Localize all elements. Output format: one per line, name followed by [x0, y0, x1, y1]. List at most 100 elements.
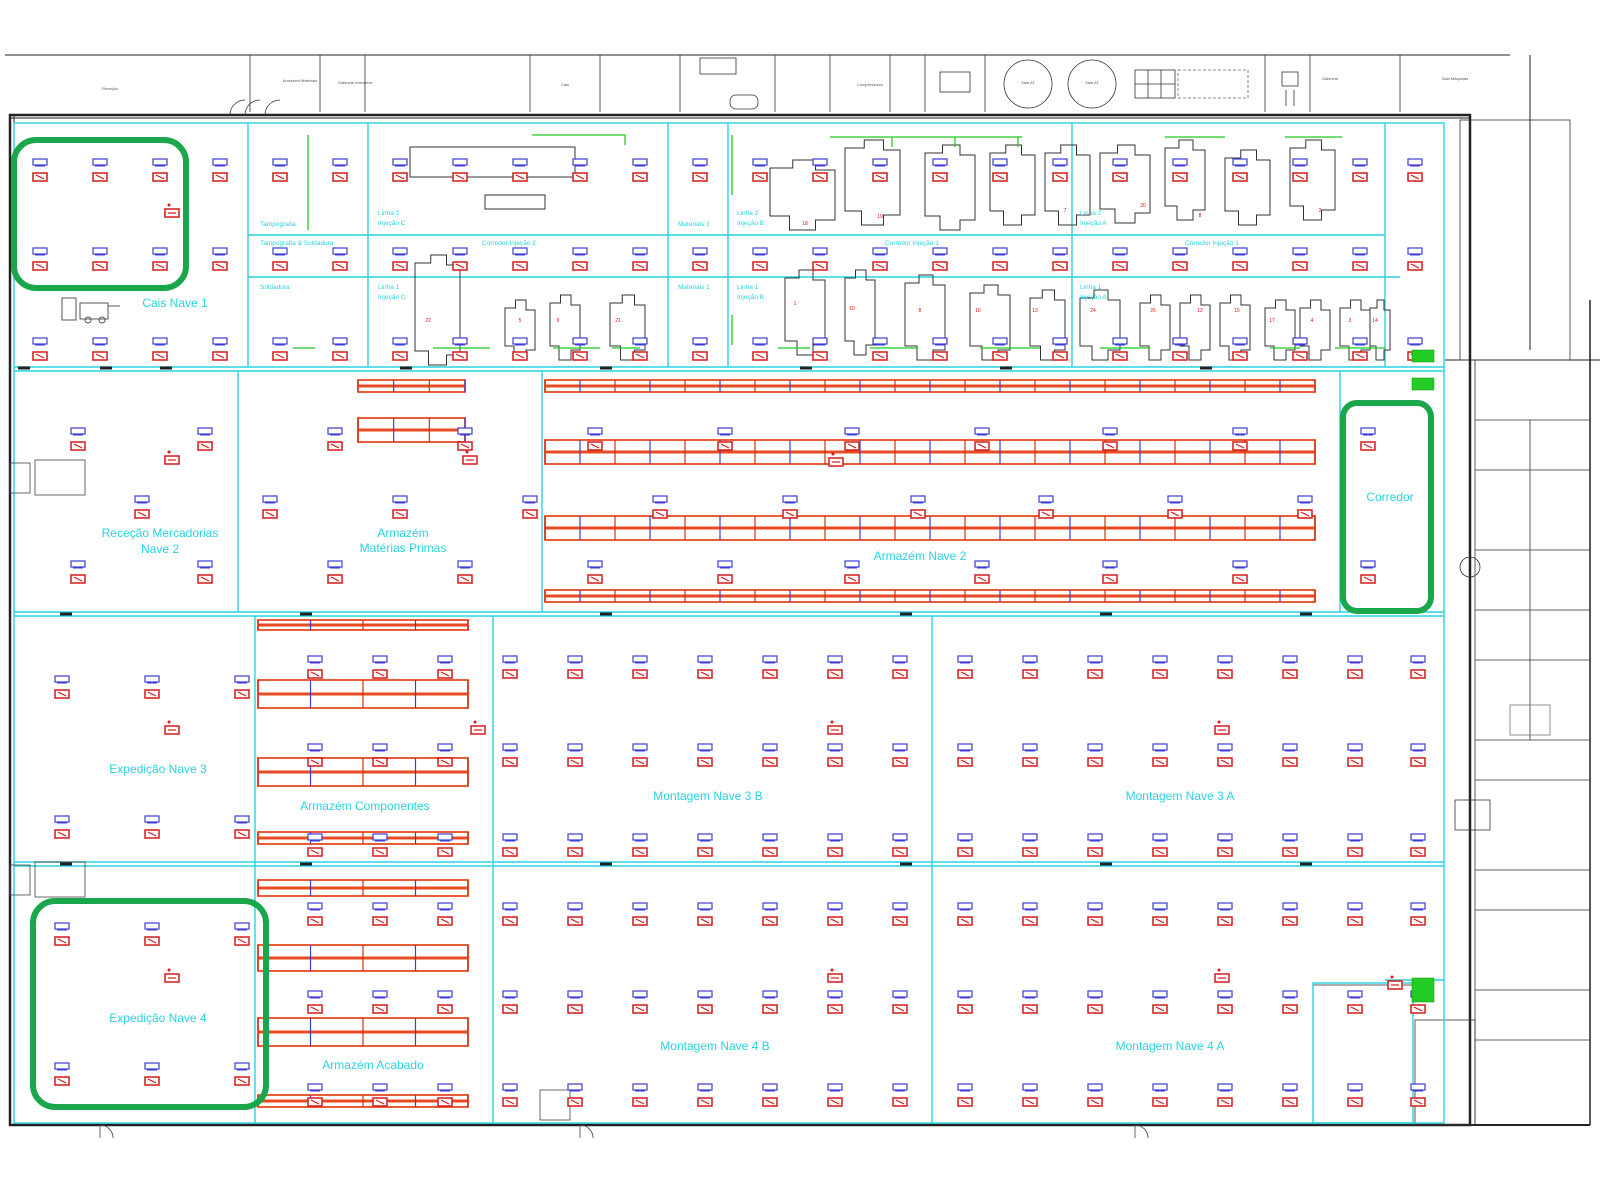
svg-text:Compressores: Compressores [857, 82, 883, 87]
fire-extinguisher-icon [1352, 351, 1368, 361]
conveyor-flow-lines [293, 134, 1385, 349]
emergency-sign-icon [332, 247, 348, 256]
fire-extinguisher-icon [1232, 172, 1248, 182]
fire-extinguisher-icon [762, 847, 778, 857]
emergency-sign-icon [572, 337, 588, 346]
emergency-sign-icon [152, 158, 168, 167]
rack-row [357, 379, 466, 393]
emergency-sign-icon [1292, 337, 1308, 346]
fire-extinguisher-icon [587, 441, 603, 451]
fire-extinguisher-icon [332, 261, 348, 271]
svg-text:Soldadura: Soldadura [260, 284, 290, 291]
fire-extinguisher-icon [307, 916, 323, 926]
emergency-sign-icon [1410, 833, 1426, 842]
fire-extinguisher-icon [1217, 669, 1233, 679]
exit-doors [9, 459, 1149, 1139]
fire-extinguisher-icon [452, 351, 468, 361]
rack-row [257, 619, 469, 631]
emergency-sign-icon [1282, 1083, 1298, 1092]
emergency-sign-icon [372, 833, 388, 842]
fire-extinguisher-icon [392, 351, 408, 361]
fire-extinguisher-icon [827, 669, 843, 679]
fire-extinguisher-icon [1232, 351, 1248, 361]
dock-doors [18, 366, 1312, 866]
svg-text:7: 7 [1064, 208, 1067, 214]
fire-extinguisher-icon [152, 172, 168, 182]
svg-text:24: 24 [1090, 308, 1096, 314]
injection-machine [844, 139, 901, 226]
fire-extinguisher-icon [1172, 172, 1188, 182]
fire-extinguisher-icon [512, 261, 528, 271]
fire-extinguisher-icon [152, 261, 168, 271]
emergency-sign-icon [812, 247, 828, 256]
alarm-button-icon [164, 203, 180, 218]
fire-extinguisher-icon [992, 351, 1008, 361]
injection-machine [989, 144, 1036, 226]
fire-extinguisher-icon [437, 1004, 453, 1014]
injection-machine [1299, 299, 1331, 361]
emergency-sign-icon [1292, 247, 1308, 256]
emergency-sign-icon [502, 1083, 518, 1092]
emergency-sign-icon [932, 247, 948, 256]
emergency-sign-icon [827, 833, 843, 842]
fire-extinguisher-icon [1087, 669, 1103, 679]
emergency-sign-icon [957, 743, 973, 752]
emergency-sign-icon [1102, 560, 1118, 569]
fire-extinguisher-icon [957, 1004, 973, 1014]
emergency-sign-icon [32, 337, 48, 346]
alarm-button-icon [164, 968, 180, 983]
fire-extinguisher-icon [197, 441, 213, 451]
emergency-sign-icon [1347, 990, 1363, 999]
fire-extinguisher-icon [144, 829, 160, 839]
emergency-sign-icon [567, 1083, 583, 1092]
fire-extinguisher-icon [827, 916, 843, 926]
injection-machine [1079, 289, 1121, 361]
svg-text:Linha 1: Linha 1 [737, 284, 759, 291]
zone-label-rececao-2: Nave 2 [141, 542, 179, 556]
emergency-sign-icon [692, 247, 708, 256]
emergency-sign-icon [1297, 495, 1313, 504]
fire-extinguisher-icon [572, 172, 588, 182]
fire-extinguisher-icon [992, 172, 1008, 182]
fire-extinguisher-icon [272, 172, 288, 182]
emergency-sign-icon [1022, 833, 1038, 842]
emergency-sign-icon [234, 1062, 250, 1071]
fire-extinguisher-icon [262, 509, 278, 519]
emergency-sign-icon [372, 655, 388, 664]
emergency-sign-icon [1052, 247, 1068, 256]
fire-extinguisher-icon [372, 847, 388, 857]
emergency-sign-icon [1112, 337, 1128, 346]
emergency-sign-icon [632, 902, 648, 911]
fire-extinguisher-icon [762, 757, 778, 767]
emergency-sign-icon [1347, 1083, 1363, 1092]
injection-machine [504, 299, 536, 361]
injection-machine [1179, 294, 1211, 361]
emergency-sign-icon [1217, 902, 1233, 911]
zone-label-armazem-nave-2: Armazém Nave 2 [874, 549, 967, 563]
emergency-sign-icon [957, 990, 973, 999]
emergency-sign-icon [70, 427, 86, 436]
fire-extinguisher-icon [1152, 1097, 1168, 1107]
fire-extinguisher-icon [234, 1076, 250, 1086]
emergency-sign-icon [1152, 833, 1168, 842]
svg-text:18: 18 [802, 221, 808, 227]
emergency-sign-icon [717, 427, 733, 436]
fire-extinguisher-icon [1347, 1097, 1363, 1107]
fire-extinguisher-icon [697, 1004, 713, 1014]
emergency-sign-icon [632, 833, 648, 842]
svg-text:Injeção C: Injeção C [378, 294, 406, 301]
fire-extinguisher-icon [692, 172, 708, 182]
emergency-sign-icon [567, 743, 583, 752]
rack-row [257, 944, 469, 972]
zone-label-montagem-4a: Montagem Nave 4 A [1116, 1039, 1225, 1053]
svg-text:3: 3 [1349, 318, 1352, 324]
rack-row [257, 1094, 469, 1108]
fire-extinguisher-icon [502, 1097, 518, 1107]
fire-extinguisher-icon [1102, 574, 1118, 584]
highlight-cais-nave-1 [11, 137, 189, 291]
emergency-sign-icon [452, 337, 468, 346]
svg-text:15: 15 [1234, 308, 1240, 314]
emergency-sign-icon [1407, 158, 1423, 167]
emergency-sign-icon [752, 337, 768, 346]
emergency-sign-icon [1360, 560, 1376, 569]
